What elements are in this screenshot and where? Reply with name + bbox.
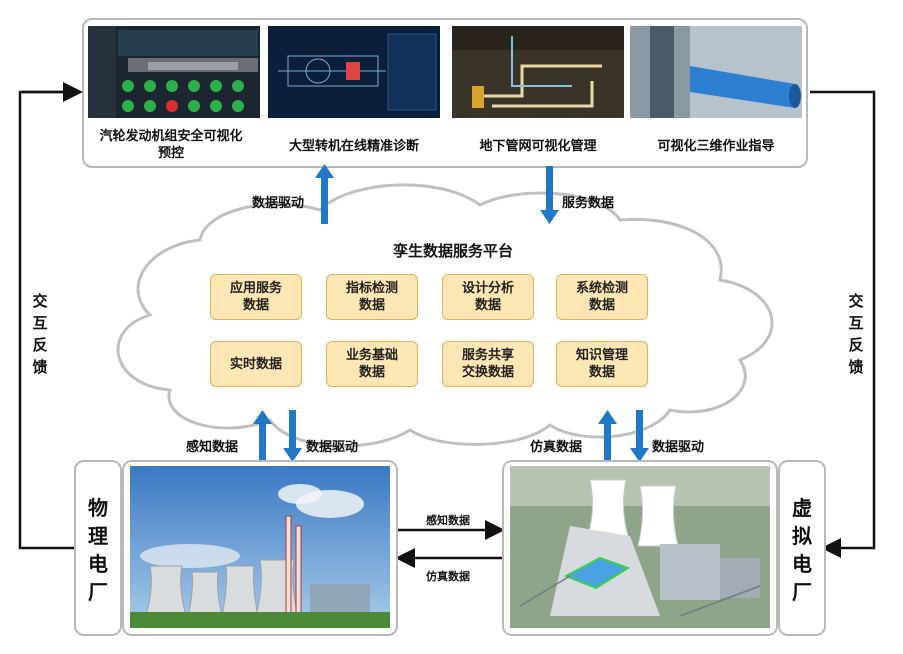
app-label-pipe-network: 地下管网可视化管理 <box>479 139 597 154</box>
module-app-service-data: 应用服务 数据 <box>210 274 302 320</box>
label-data-driven-right: 数据驱动 <box>652 440 705 455</box>
label-simulation-horizontal: 仿真数据 <box>426 570 470 583</box>
label-simulation-data: 仿真数据 <box>530 440 583 455</box>
app-label-rotating-machine: 大型转机在线精准诊断 <box>288 139 419 154</box>
label-data-driven-left: 数据驱动 <box>306 440 359 455</box>
app-label-turbine: 汽轮发动机组安全可视化预控 <box>99 129 243 161</box>
label-sensing-data: 感知数据 <box>186 440 239 455</box>
arrow-data-driven-down-left <box>289 410 296 450</box>
right-feedback-loop <box>810 90 876 558</box>
virtual-plant-label-box <box>778 460 826 636</box>
turbine-monitor-thumbnail <box>88 26 260 118</box>
app-label-3d-guide: 可视化三维作业指导 <box>657 139 775 154</box>
module-knowledge-management-data: 知识管理 数据 <box>556 341 648 387</box>
arrow-simulation-up <box>604 422 611 462</box>
arrow-service-data-down <box>546 166 553 212</box>
physical-plant-label-box <box>74 460 122 636</box>
left-feedback-label: 交 互 反 馈 <box>32 292 48 376</box>
physical-plant-label: 物 理 电 厂 <box>88 496 108 604</box>
module-realtime-data: 实时数据 <box>210 341 302 387</box>
virtual-plant-render <box>510 466 770 628</box>
virtual-plant-label: 虚 拟 电 厂 <box>792 496 812 604</box>
label-data-driven-up: 数据驱动 <box>252 196 305 211</box>
module-indicator-detection-data: 指标检测 数据 <box>326 274 418 320</box>
platform-title: 孪生数据服务平台 <box>392 242 513 260</box>
module-design-analysis-data: 设计分析 数据 <box>442 274 534 320</box>
label-sensing-horizontal: 感知数据 <box>426 514 470 527</box>
arrow-data-driven-up <box>321 176 328 224</box>
3d-guide-thumbnail <box>630 26 802 118</box>
module-system-detection-data: 系统检测 数据 <box>556 274 648 320</box>
module-service-exchange-data: 服务共享 交换数据 <box>442 341 534 387</box>
physical-plant-photo <box>130 466 390 628</box>
label-service-data: 服务数据 <box>562 196 615 211</box>
pipe-network-thumbnail <box>452 26 624 118</box>
rotating-machine-thumbnail <box>268 26 440 118</box>
arrow-sensing-up <box>259 422 266 462</box>
module-business-basic-data: 业务基础 数据 <box>326 341 418 387</box>
right-feedback-label: 交 互 反 馈 <box>848 292 864 376</box>
arrow-data-driven-down-right <box>636 410 643 450</box>
